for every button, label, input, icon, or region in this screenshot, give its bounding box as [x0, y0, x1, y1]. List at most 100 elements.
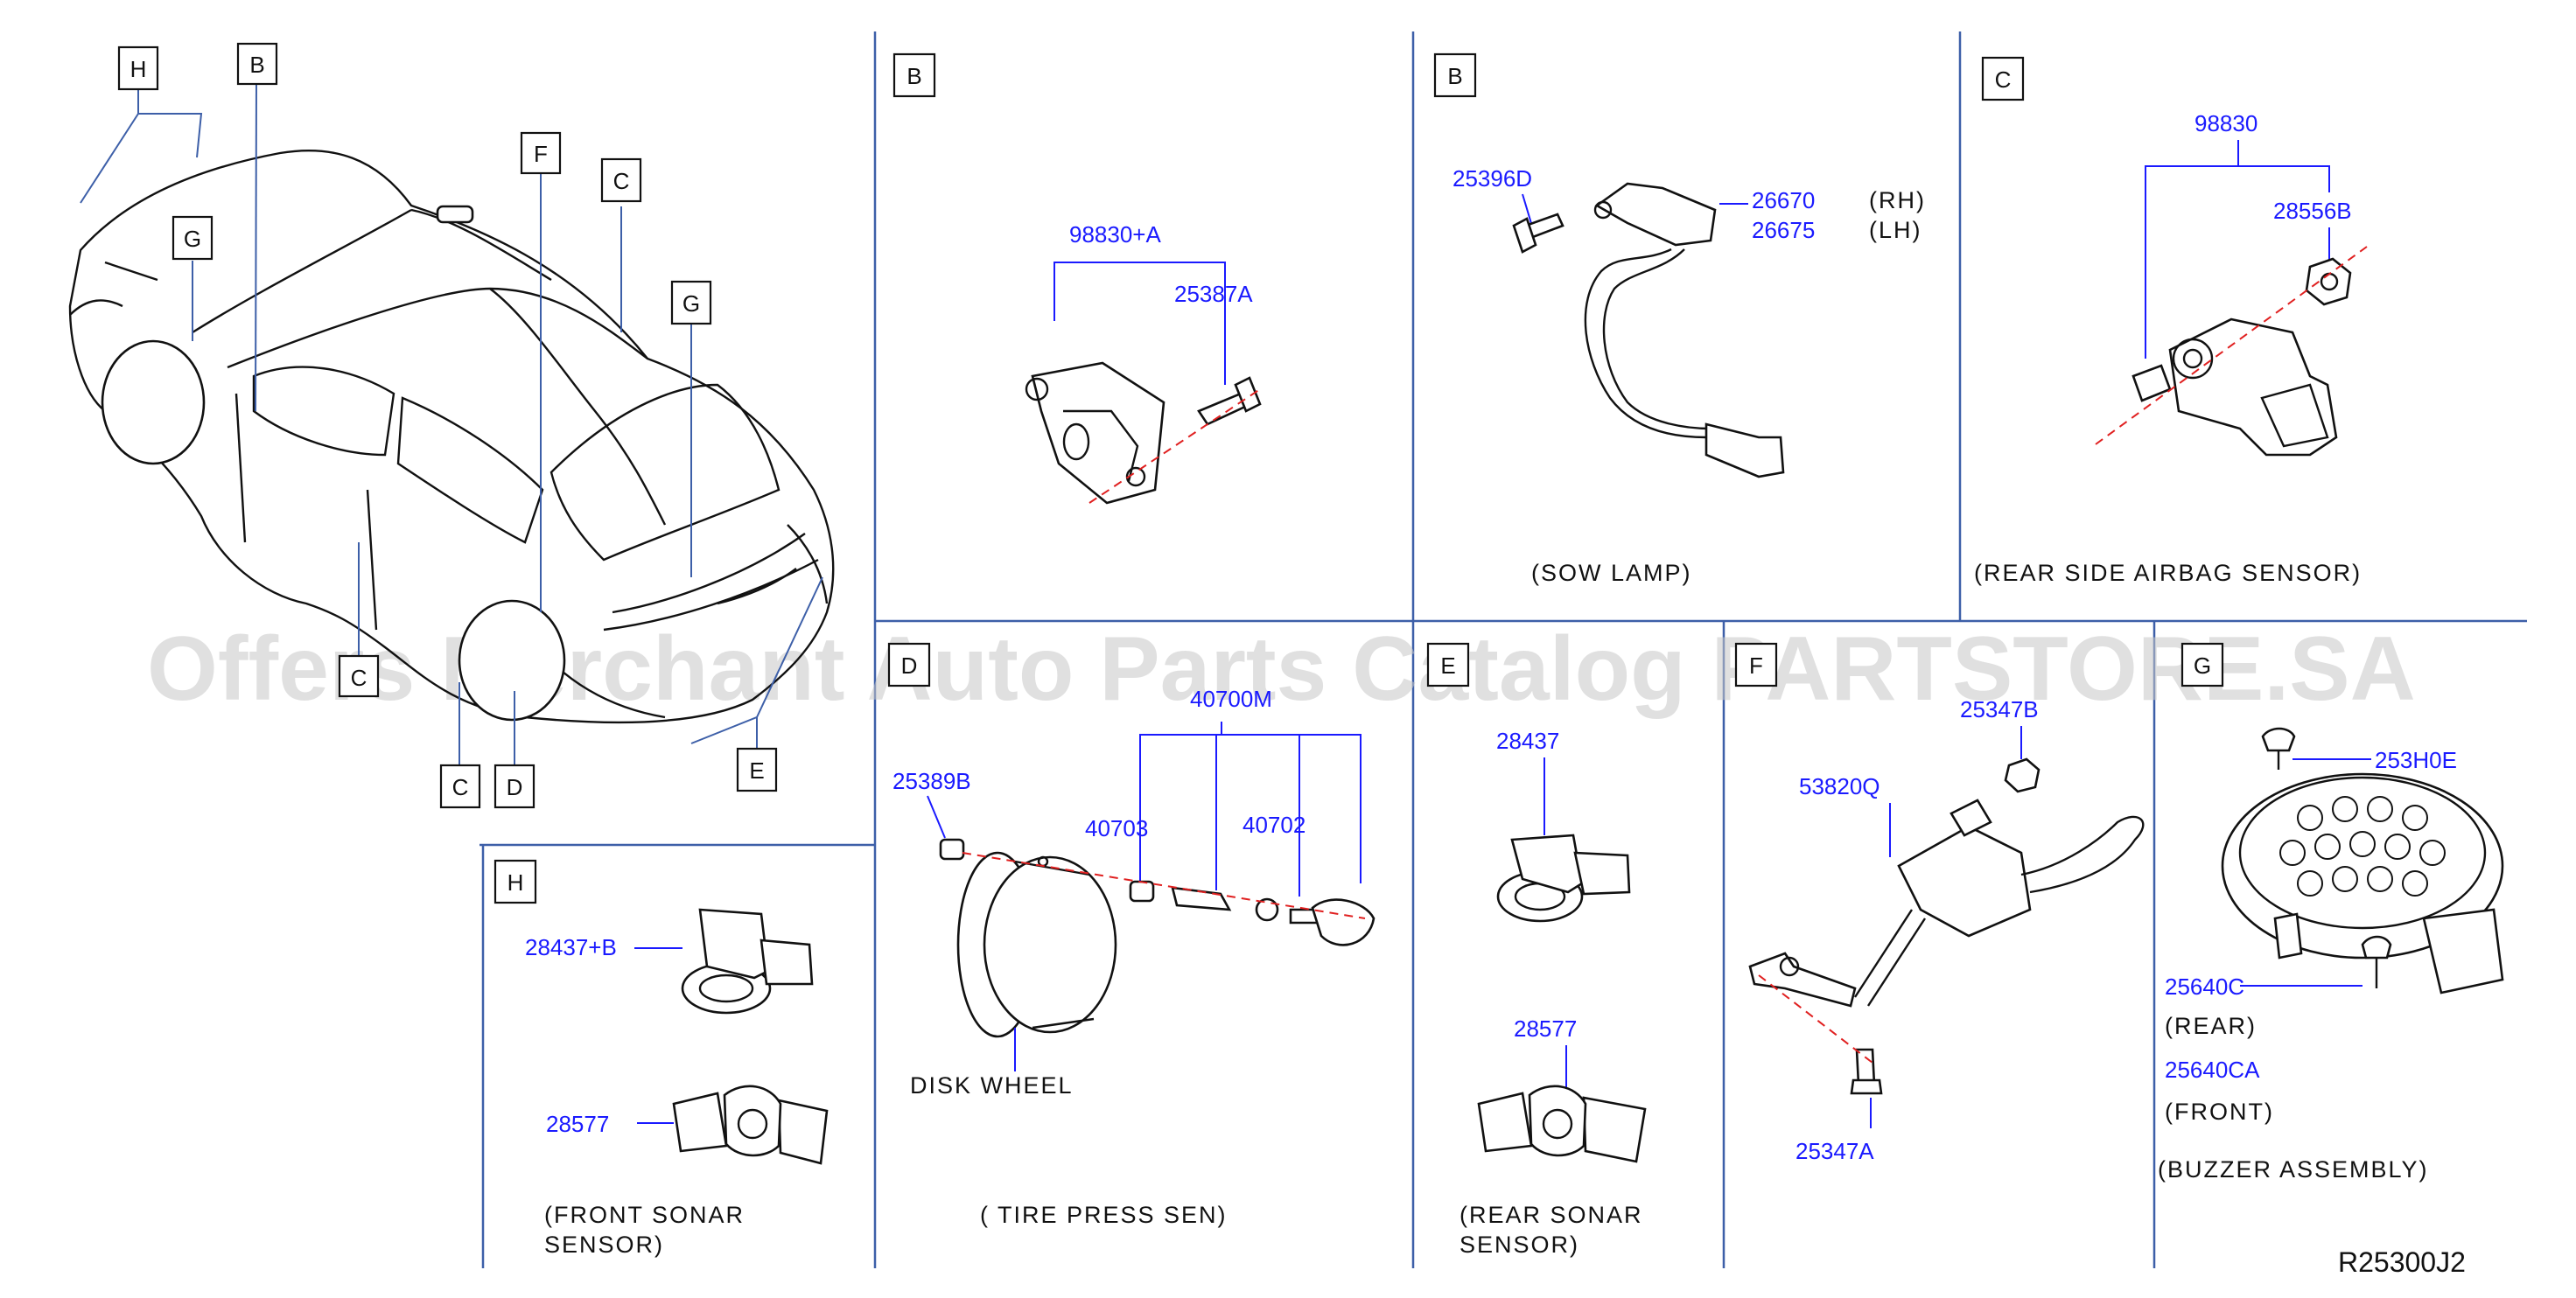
part-number: 25347A: [1796, 1138, 1874, 1164]
section-label-b1: B: [892, 52, 936, 98]
caption-line2: SENSOR): [1460, 1232, 1579, 1258]
disk-wheel-icon: [956, 851, 1117, 1038]
panel-f: F 25347B 53820Q 25347A: [1734, 642, 2145, 1164]
part-number: 53820Q: [1799, 773, 1880, 799]
svg-text:G: G: [682, 290, 700, 317]
svg-text:C: C: [1995, 66, 2012, 93]
airbag-sensor-icon: [1025, 361, 1166, 505]
sonar-holder-icon: [672, 1085, 829, 1165]
caption-line2: SENSOR): [544, 1232, 664, 1258]
panel-d: D 25389B 40700M 40703 40702 DISK WHEEL: [887, 642, 1376, 1228]
label-front: (FRONT): [2165, 1099, 2274, 1125]
section-label-h: H: [494, 859, 537, 904]
svg-text:C: C: [351, 665, 368, 691]
section-label-b2: B: [1433, 52, 1477, 98]
svg-text:B: B: [906, 63, 921, 89]
part-number: 253H0E: [2375, 747, 2457, 773]
part-number: 28437: [1496, 728, 1559, 754]
section-label-d: D: [887, 642, 931, 687]
svg-text:F: F: [534, 141, 548, 167]
callout-c-mid: C: [338, 654, 380, 698]
callout-d: D: [494, 764, 536, 809]
part-number: 28577: [1514, 1015, 1577, 1042]
nut-icon: [2305, 257, 2352, 306]
part-number: 25640C: [2165, 974, 2244, 1000]
svg-text:H: H: [130, 56, 147, 82]
bolt-icon: [1197, 376, 1262, 426]
part-number: 98830+A: [1069, 221, 1161, 248]
section-label-g: G: [2180, 642, 2224, 687]
buzzer-icon: [2221, 772, 2504, 994]
caption: (REAR SIDE AIRBAG SENSOR): [1974, 560, 2362, 586]
callout-f: F: [520, 131, 562, 175]
callout-h: H: [117, 45, 159, 91]
panel-dividers: [480, 31, 2527, 1268]
part-number: 25387A: [1174, 281, 1253, 307]
part-number: 40700M: [1190, 686, 1272, 712]
airbag-sensor-icon: [2132, 318, 2338, 457]
clip-icon: [2261, 727, 2296, 770]
callout-b: B: [236, 42, 278, 86]
part-number: 28437+B: [525, 934, 617, 960]
part-number: 26675: [1752, 217, 1815, 243]
caption-line1: (REAR SONAR: [1460, 1202, 1643, 1228]
sow-lamp-icon: [1584, 182, 1785, 478]
svg-text:G: G: [2194, 652, 2211, 679]
section-label-f: F: [1734, 642, 1778, 687]
side-label-lh: (LH): [1869, 217, 1922, 243]
car-overview: [68, 149, 835, 724]
callout-e: E: [736, 747, 778, 792]
part-number: 28556B: [2273, 198, 2352, 224]
part-number: 25347B: [1960, 696, 2039, 722]
section-label-e: E: [1426, 642, 1470, 687]
caption-line1: (FRONT SONAR: [544, 1202, 745, 1228]
svg-text:H: H: [508, 869, 524, 896]
svg-text:C: C: [452, 774, 469, 800]
panel-b2: B 25396D 26670 26675 (RH) (LH) (SOW LAMP…: [1433, 52, 1926, 586]
nut-icon: [2004, 757, 2040, 793]
svg-text:E: E: [749, 757, 764, 784]
part-number: 98830: [2194, 110, 2258, 136]
svg-text:D: D: [507, 774, 523, 800]
side-label-rh: (RH): [1869, 187, 1926, 213]
bolt-icon: [1512, 213, 1564, 254]
car-callout-leaders: [80, 78, 823, 765]
callout-c-bottom: C: [439, 764, 481, 809]
section-label-c: C: [1981, 56, 2025, 101]
part-number: 26670: [1752, 187, 1815, 213]
panel-b1: B 98830+A 25387A: [892, 52, 1262, 505]
svg-text:B: B: [1447, 63, 1462, 89]
part-number: 25389B: [892, 768, 971, 794]
part-number: 25396D: [1452, 165, 1532, 192]
sonar-sensor-icon: [1496, 834, 1631, 923]
valve-cap-icon: [939, 838, 965, 861]
svg-text:G: G: [184, 226, 201, 252]
svg-text:C: C: [613, 168, 630, 194]
panel-h: H 28437+B 28577 (FRONT SONAR SENSOR): [494, 859, 829, 1258]
svg-text:F: F: [1749, 652, 1763, 679]
callout-g-right: G: [670, 280, 712, 325]
callout-c-top: C: [600, 157, 642, 203]
caption: (BUZZER ASSEMBLY): [2158, 1156, 2429, 1183]
svg-text:E: E: [1440, 652, 1455, 679]
caption: ( TIRE PRESS SEN): [980, 1202, 1228, 1228]
panel-e: E 28437 28577 (REAR SONAR SENSOR): [1426, 642, 1647, 1258]
part-number: 25640CA: [2165, 1057, 2260, 1083]
sonar-sensor-icon: [681, 908, 814, 1015]
part-number: 40702: [1242, 812, 1306, 838]
bolt-icon: [1850, 1048, 1883, 1095]
part-number: 40703: [1085, 815, 1148, 841]
car-callout-boxes: H B F C G G C C D E: [117, 42, 778, 809]
panel-g: G 253H0E 25640C 25640CA (REAR) (FRONT) (…: [2158, 642, 2504, 1183]
svg-text:B: B: [249, 52, 264, 78]
height-sensor-icon: [1748, 799, 2145, 1008]
wheel-label: DISK WHEEL: [910, 1072, 1074, 1099]
panel-c: C 98830 28556B (REAR SIDE AIRBAG SENSOR): [1974, 56, 2368, 586]
sonar-holder-icon: [1477, 1085, 1647, 1163]
callout-g-left: G: [172, 215, 214, 261]
label-rear: (REAR): [2165, 1013, 2257, 1039]
caption: (SOW LAMP): [1531, 560, 1692, 586]
part-number: 28577: [546, 1111, 609, 1137]
diagram-ref-code: R25300J2: [2338, 1246, 2466, 1278]
